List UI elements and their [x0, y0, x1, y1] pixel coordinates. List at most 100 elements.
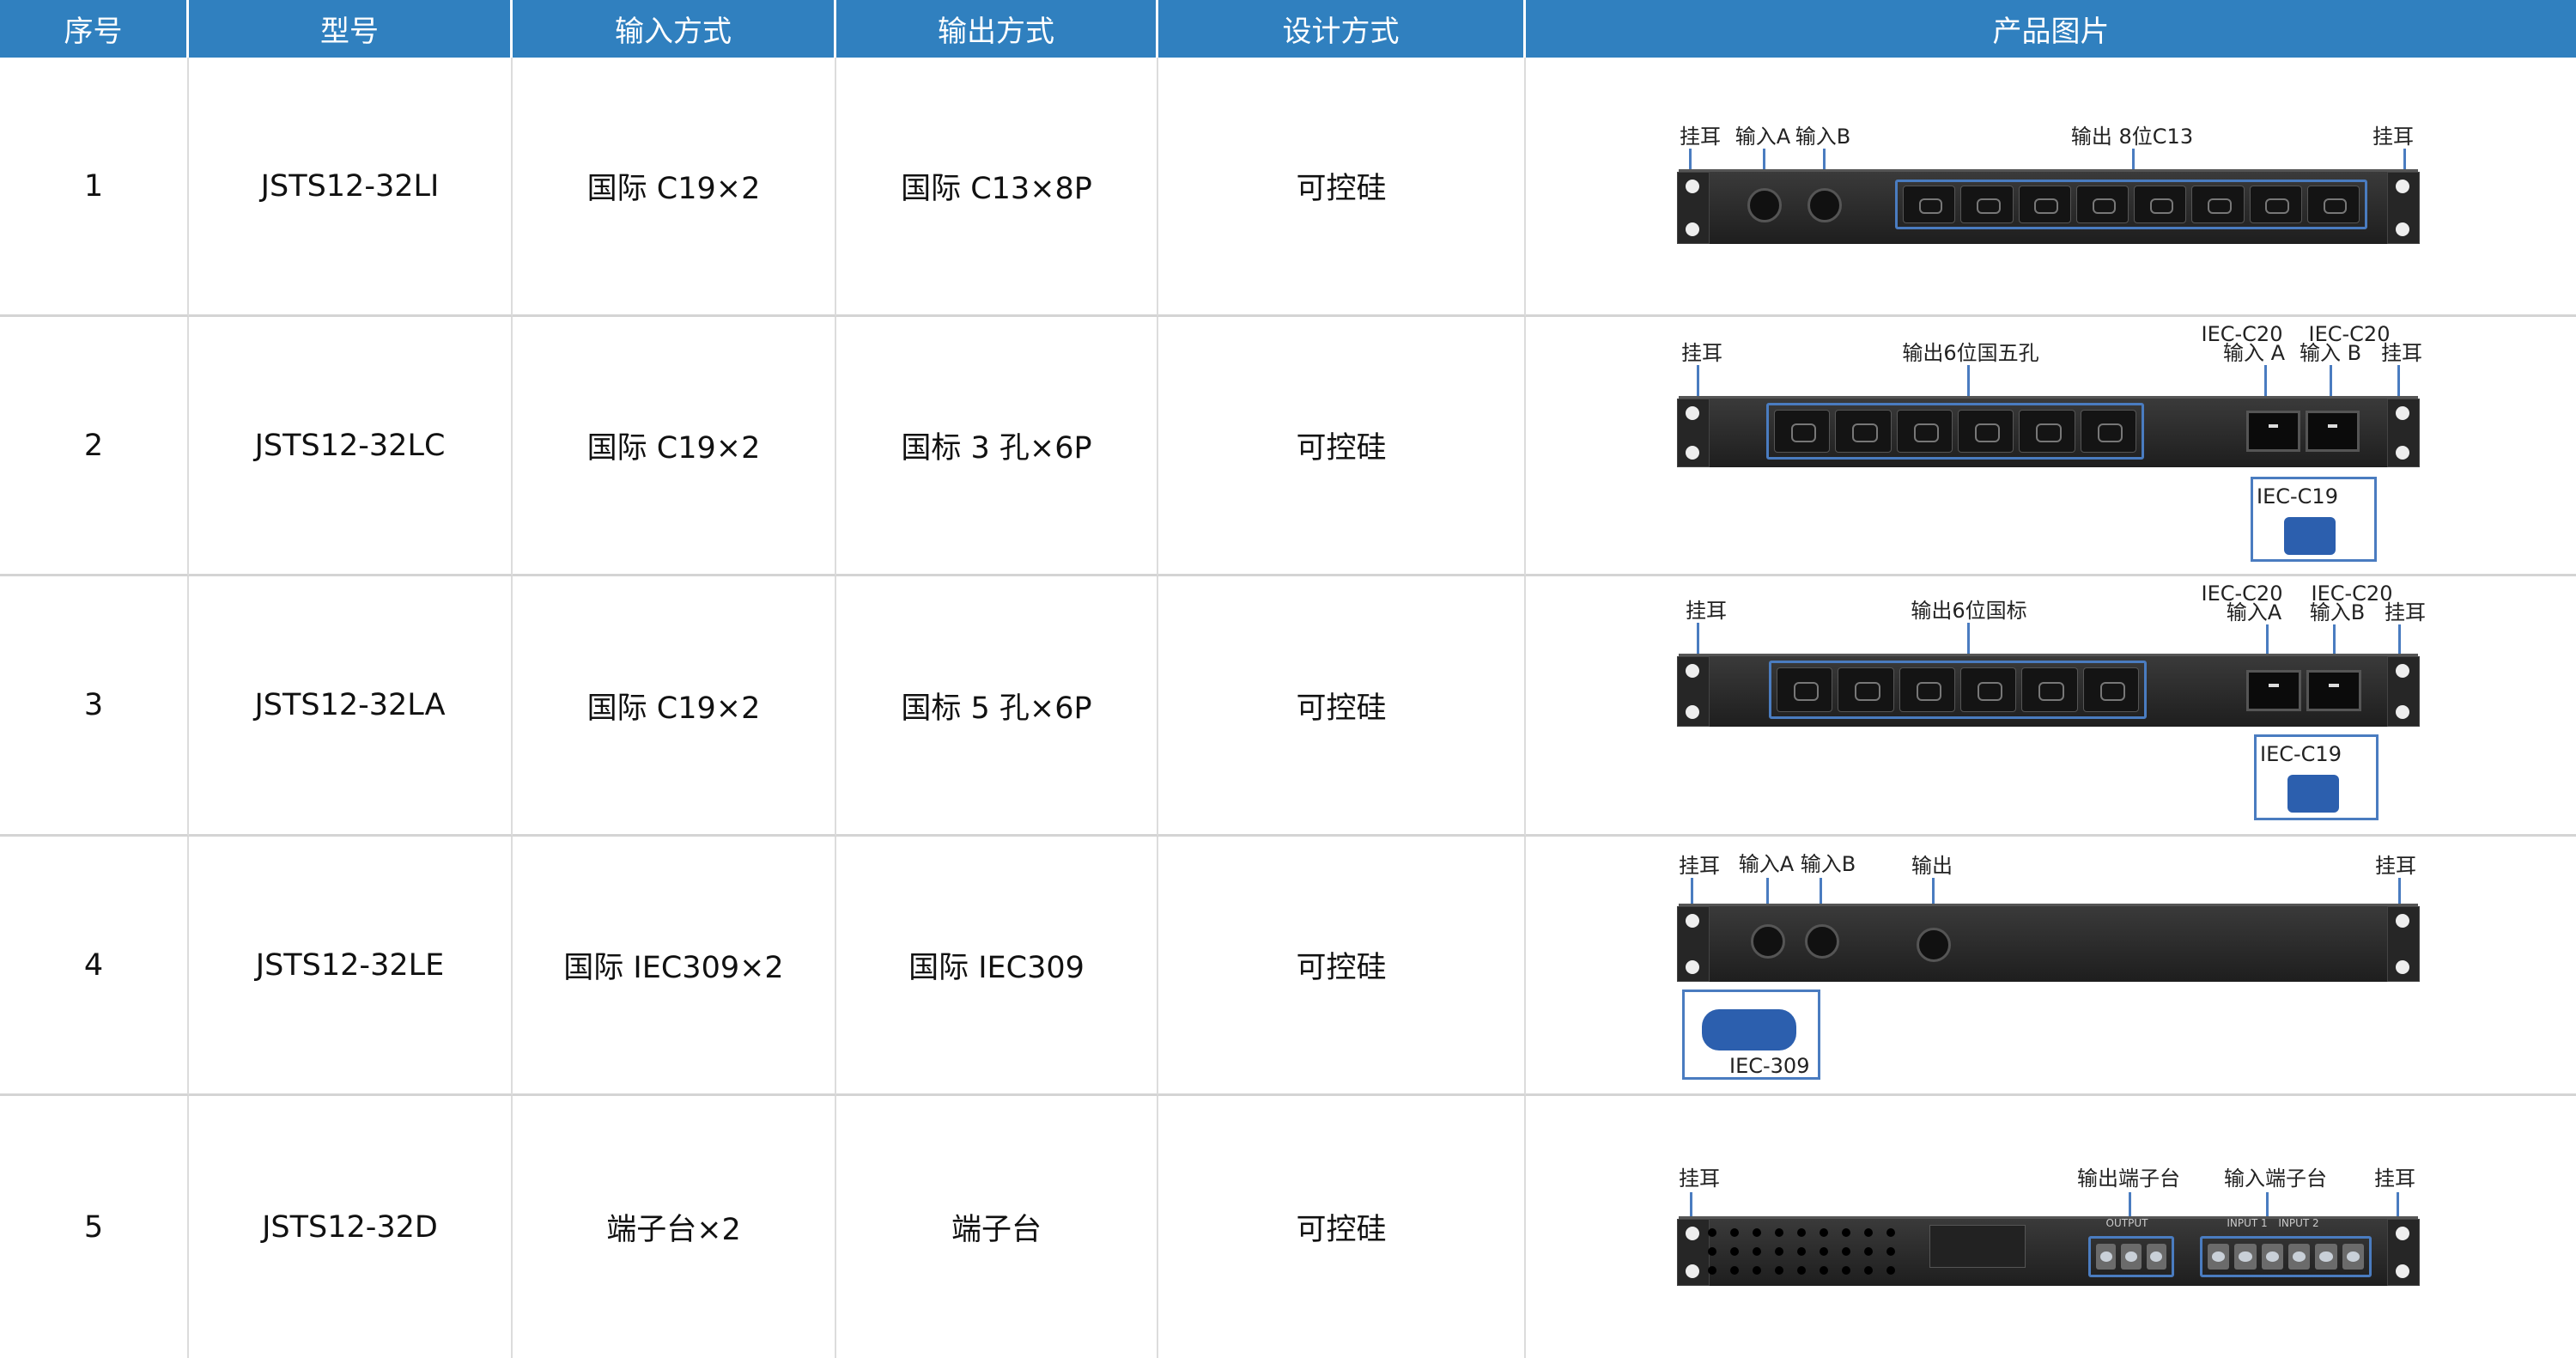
outlet-socket — [2080, 410, 2136, 453]
outlet-socket — [1838, 667, 1894, 712]
outlet-socket — [2249, 186, 2302, 223]
output-tag: OUTPUT — [2105, 1217, 2148, 1229]
cover-plate — [1929, 1225, 2026, 1268]
outlet-socket — [2075, 186, 2129, 223]
model-cell: JSTS12-32LE — [189, 837, 513, 1096]
terminal-screw — [2287, 1244, 2311, 1270]
outlet-socket — [1903, 186, 1956, 223]
outlet-group — [1769, 661, 2147, 719]
terminal-screw — [2096, 1244, 2117, 1270]
vent-hole — [1730, 1247, 1739, 1256]
label-ear-left: 挂耳 — [1686, 599, 1727, 623]
model-cell: JSTS12-32LI — [189, 58, 513, 317]
product-image-cell: 挂耳 输入A 输入B 输出 8位C13 挂耳 — [1526, 58, 2576, 317]
c20-inlet — [2306, 411, 2360, 452]
vent-hole — [1753, 1247, 1761, 1256]
vent-hole — [1842, 1247, 1850, 1256]
label-iec-309: IEC-309 — [1729, 1054, 1810, 1078]
design-method-cell: 可控硅 — [1158, 576, 1526, 837]
vent-hole — [1864, 1247, 1873, 1256]
outlet-group — [1766, 403, 2144, 460]
vent-hole — [1886, 1247, 1895, 1256]
label-c20-b: IEC-C20 — [2308, 322, 2391, 346]
rack-ear-right — [2387, 399, 2420, 467]
iec-309-plug-inset: IEC-309 — [1682, 990, 1820, 1080]
label-iec-c19: IEC-C19 — [2257, 484, 2338, 508]
input-method-cell: 国际 C19×2 — [513, 317, 836, 576]
rack-ear-left — [1677, 656, 1710, 727]
rack-ear-left — [1677, 1219, 1710, 1286]
label-ear-right: 挂耳 — [2375, 854, 2416, 878]
c20-inlet-group — [2239, 406, 2367, 456]
vent-hole — [1753, 1228, 1761, 1237]
terminal-screw — [2261, 1244, 2283, 1270]
input-method-cell: 国际 IEC309×2 — [513, 837, 836, 1096]
label-c20-a: IEC-C20 — [2201, 582, 2283, 606]
iec309-plug-image — [1702, 1009, 1796, 1050]
c20-inlet — [2306, 670, 2361, 711]
label-c20-a: IEC-C20 — [2201, 322, 2283, 346]
output-method-cell: 国标 3 孔×6P — [836, 317, 1158, 576]
label-ear-right: 挂耳 — [2385, 600, 2426, 624]
outlet-socket — [2306, 186, 2360, 223]
label-ear-right: 挂耳 — [2381, 341, 2422, 365]
vent-hole — [1753, 1266, 1761, 1275]
product-image-cell: 挂耳 输出端子台 输入端子台 挂耳 OUTPUT INPUT 1 INPUT 2 — [1526, 1096, 2576, 1358]
label-output-terminal: 输出端子台 — [2077, 1166, 2180, 1191]
output-method-cell: 端子台 — [836, 1096, 1158, 1358]
rack-ear-left — [1677, 172, 1710, 244]
rack-ear-left — [1677, 399, 1710, 467]
label-input-b: 输入B — [1795, 125, 1851, 149]
outlet-socket — [1835, 410, 1892, 453]
design-method-cell: 可控硅 — [1158, 1096, 1526, 1358]
terminal-screw — [2146, 1244, 2166, 1270]
label-ear-left: 挂耳 — [1681, 341, 1722, 365]
vent-hole — [1797, 1247, 1806, 1256]
input-a-connector — [1747, 188, 1782, 222]
input-b-connector — [1807, 188, 1842, 222]
input1-tag: INPUT 1 — [2227, 1217, 2268, 1229]
vent-hole — [1708, 1266, 1716, 1275]
c20-inlet-group — [2239, 666, 2369, 716]
input2-tag: INPUT 2 — [2278, 1217, 2319, 1229]
header-output: 输出方式 — [836, 0, 1158, 58]
product-image-cell: 挂耳 输出6位国标 IEC-C20 输入A IEC-C20 输入B 挂耳 IEC… — [1526, 576, 2576, 837]
outlet-socket — [2021, 667, 2078, 712]
outlet-socket — [2082, 667, 2139, 712]
output-connector — [1917, 928, 1951, 962]
label-input-terminal: 输入端子台 — [2224, 1166, 2327, 1191]
rack-ear-right — [2387, 656, 2420, 727]
label-input-a: 输入A — [1735, 125, 1791, 149]
outlet-socket — [2019, 410, 2075, 453]
outlet-socket — [1896, 410, 1953, 453]
product-image-jsts12-32le: 挂耳 输入A 输入B 输出 挂耳 IEC-309 — [1526, 837, 2576, 1093]
iec-c19-plug-inset: IEC-C19 — [2251, 477, 2377, 562]
label-output: 输出 8位C13 — [2070, 125, 2194, 149]
product-image-jsts12-32lc: 挂耳 输出6位国五孔 IEC-C20 输入 A IEC-C20 输入 B 挂耳 … — [1526, 317, 2576, 574]
vent-hole — [1797, 1228, 1806, 1237]
output-method-cell: 国际 C13×8P — [836, 58, 1158, 317]
product-image-jsts12-32d: 挂耳 输出端子台 输入端子台 挂耳 OUTPUT INPUT 1 INPUT 2 — [1526, 1096, 2576, 1358]
label-c20-b: IEC-C20 — [2311, 582, 2393, 606]
outlet-socket — [1777, 667, 1833, 712]
label-input-a: 输入A — [2226, 600, 2282, 624]
input-method-cell: 国际 C19×2 — [513, 58, 836, 317]
outlet-socket — [1959, 667, 2017, 712]
vent-hole — [1775, 1247, 1783, 1256]
vent-hole — [1797, 1266, 1806, 1275]
input-method-cell: 国际 C19×2 — [513, 576, 836, 837]
vent-hole — [1842, 1228, 1850, 1237]
vent-hole — [1864, 1266, 1873, 1275]
c19-plug-image — [2284, 517, 2336, 555]
input-terminal-block — [2200, 1236, 2372, 1277]
pdu-chassis — [1677, 904, 2420, 982]
label-ear-left: 挂耳 — [1679, 1166, 1720, 1191]
label-input-b: 输入B — [2309, 600, 2366, 624]
label-input-b: 输入 B — [2299, 341, 2362, 365]
outlet-socket — [2018, 186, 2071, 223]
label-ear-right: 挂耳 — [2374, 1166, 2415, 1191]
vent-hole — [1708, 1228, 1716, 1237]
label-output: 输出6位国标 — [1911, 599, 2027, 623]
outlet-socket — [1899, 667, 1955, 712]
output-method-cell: 国际 IEC309 — [836, 837, 1158, 1096]
